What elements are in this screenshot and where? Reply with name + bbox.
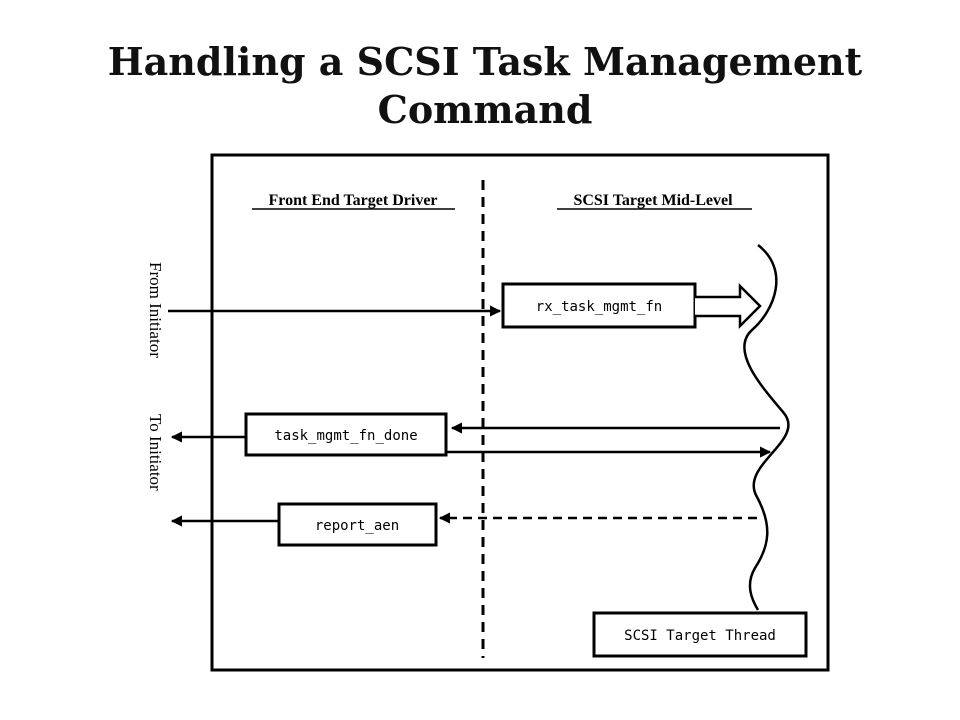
report-aen-label: report_aen bbox=[315, 518, 399, 534]
scsi-target-thread-box: SCSI Target Thread bbox=[592, 611, 808, 658]
title-line-1: Handling a SCSI Task Management bbox=[107, 39, 863, 84]
diagram-frame bbox=[210, 153, 830, 672]
side-label-from-initiator: From Initiator bbox=[146, 262, 165, 358]
rx-task-mgmt-fn-box: rx_task_mgmt_fn bbox=[501, 282, 697, 329]
task-mgmt-fn-done-label: task_mgmt_fn_done bbox=[274, 428, 417, 444]
scsi-target-thread-label: SCSI Target Thread bbox=[624, 628, 776, 644]
side-label-to-initiator: To Initiator bbox=[146, 414, 165, 491]
report-aen-box: report_aen bbox=[277, 502, 438, 547]
thread-wavy-line bbox=[743, 244, 790, 611]
left-column-heading: Front End Target Driver bbox=[268, 192, 437, 209]
task-mgmt-fn-done-box: task_mgmt_fn_done bbox=[244, 412, 448, 457]
hollow-arrow-to-thread bbox=[695, 282, 762, 330]
right-column-heading: SCSI Target Mid-Level bbox=[573, 192, 733, 209]
rx-task-mgmt-fn-label: rx_task_mgmt_fn bbox=[536, 299, 662, 315]
title-line-2: Command bbox=[377, 87, 593, 132]
page-title: Handling a SCSI Task Management Command bbox=[0, 38, 960, 134]
